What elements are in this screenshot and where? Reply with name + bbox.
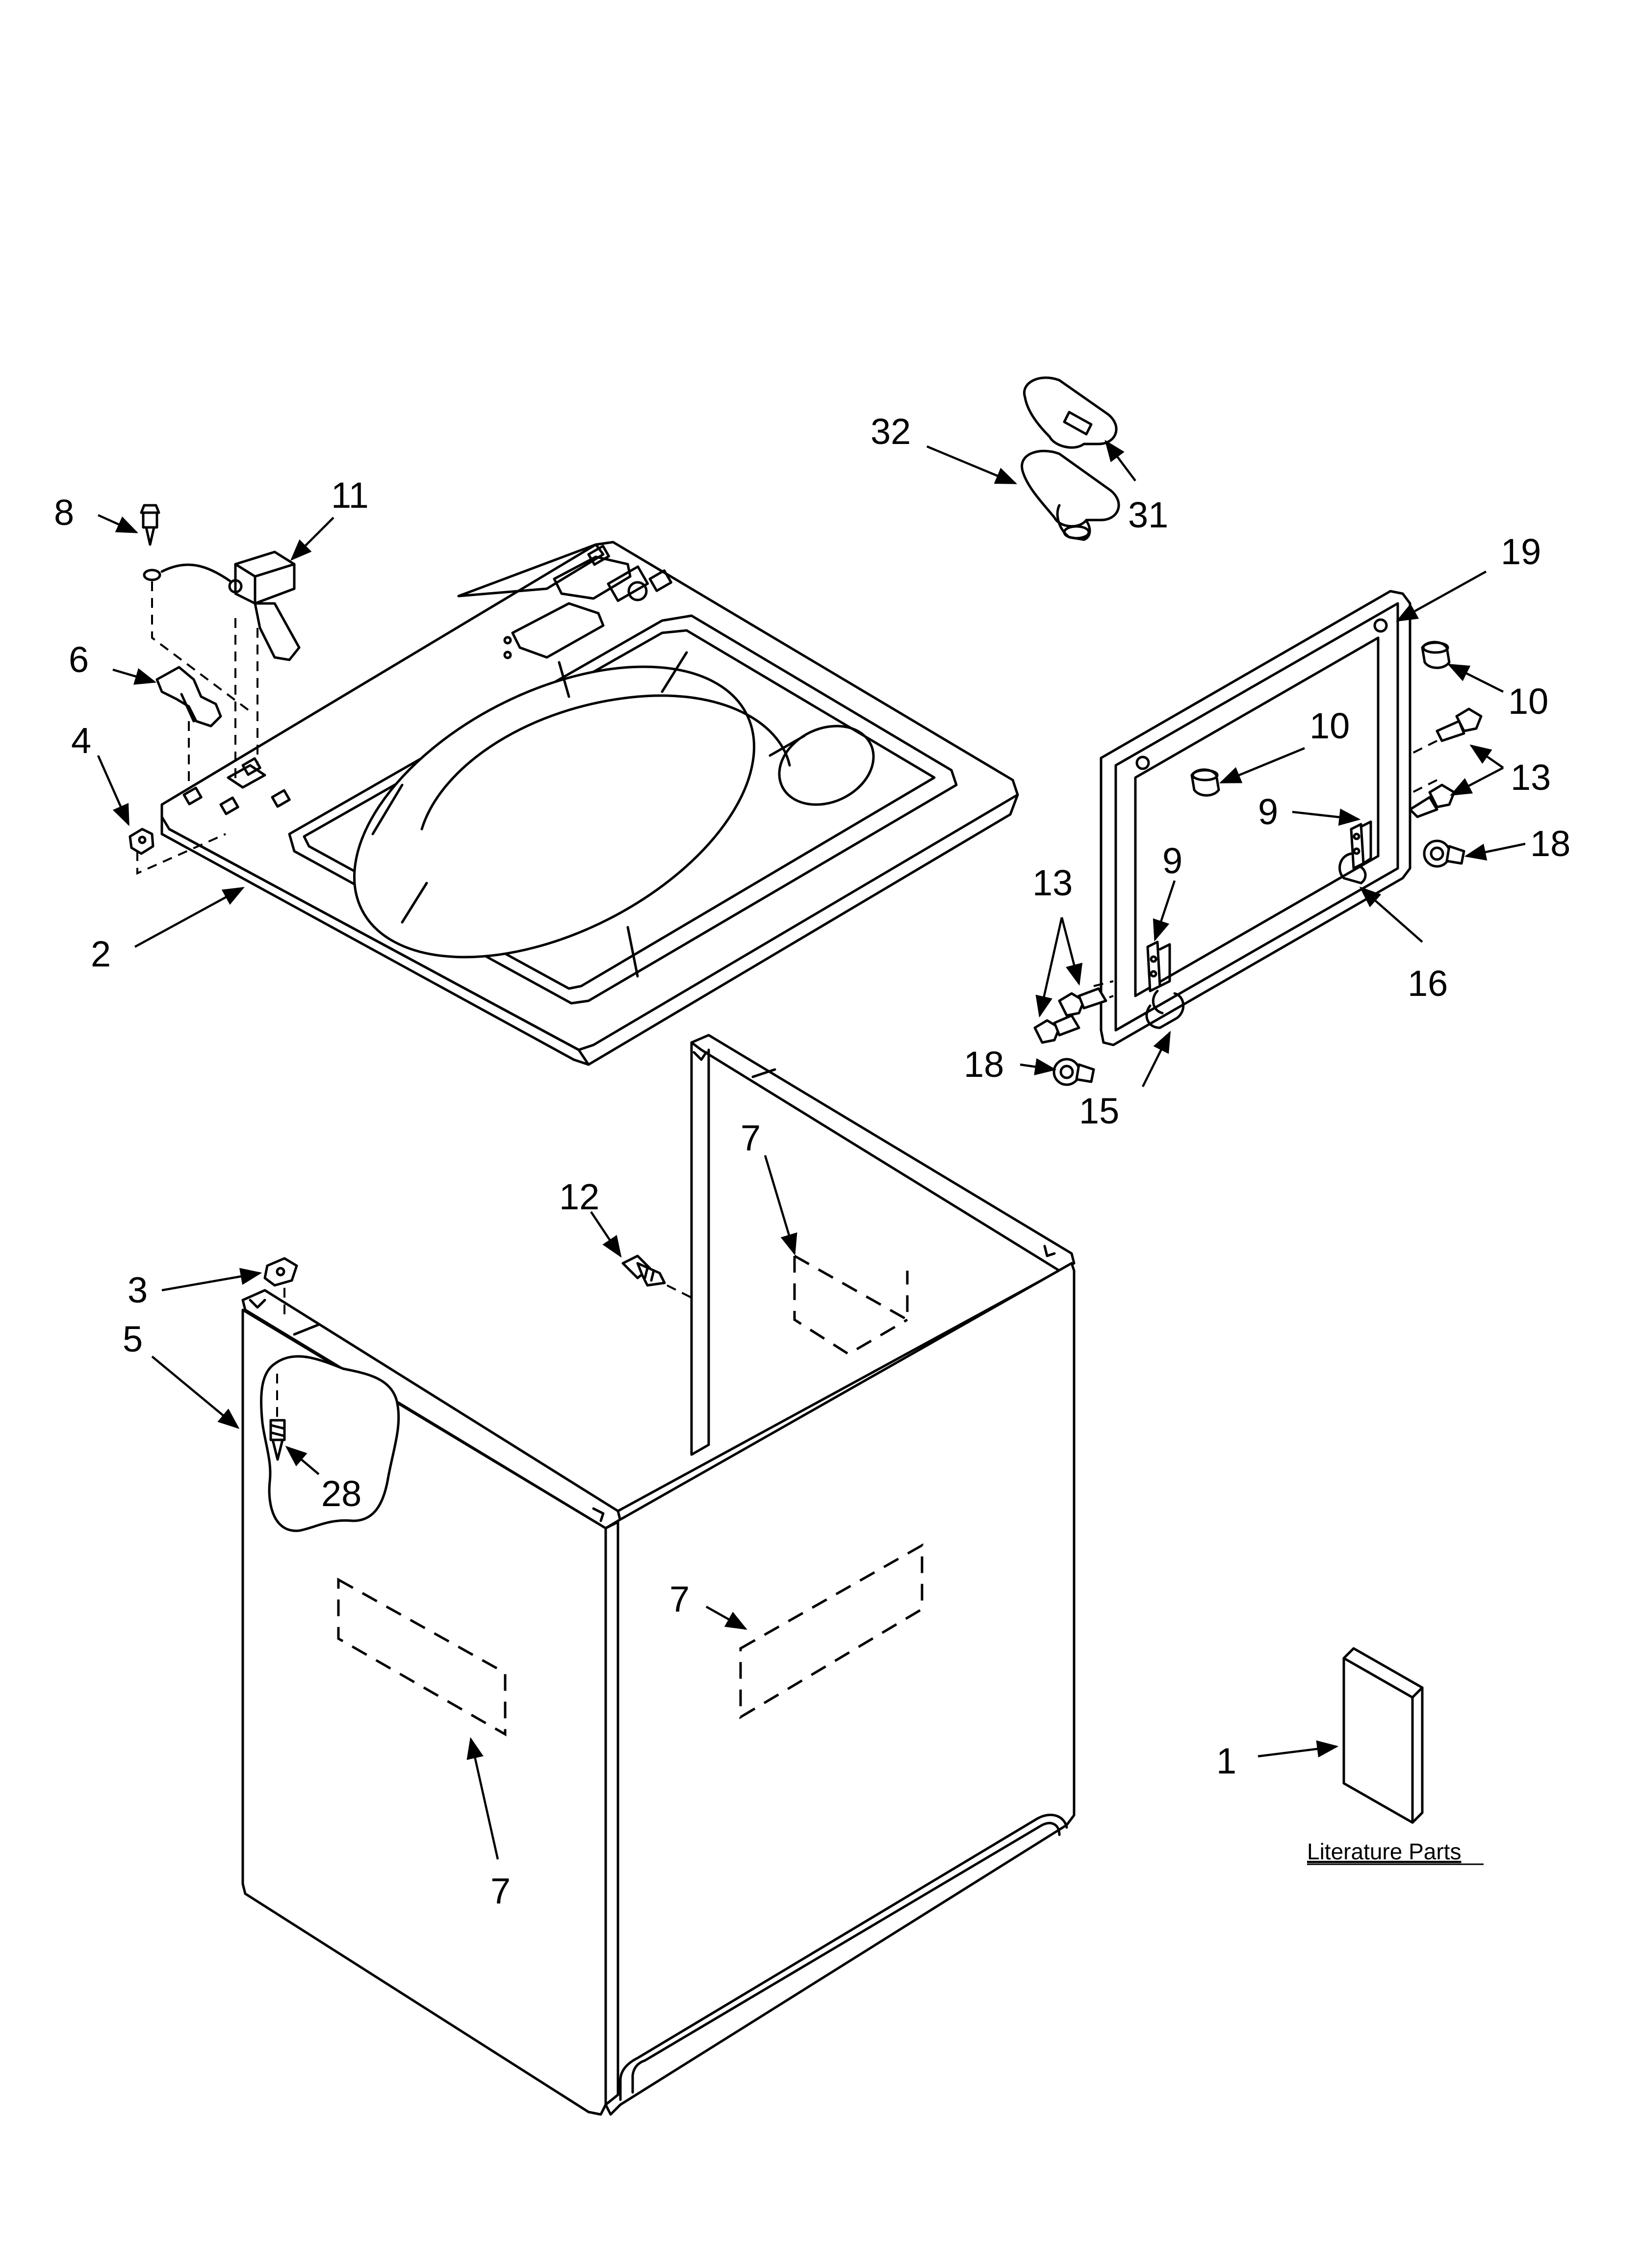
top-panel: [160, 541, 1019, 1066]
callout-5: 5: [123, 1319, 143, 1359]
bumper-part-18: [1052, 839, 1465, 1086]
callout-4: 4: [71, 720, 91, 761]
literature-book-part-1: [1342, 1647, 1424, 1824]
callout-15: 15: [1079, 1091, 1119, 1131]
callout-7-top: 7: [741, 1118, 761, 1158]
callout-13-right: 13: [1511, 757, 1551, 798]
callout-12: 12: [559, 1176, 599, 1217]
callout-7-bottom: 7: [490, 1871, 511, 1911]
callout-8: 8: [54, 492, 74, 533]
dispenser-cups-parts-31-32: [1021, 376, 1120, 541]
clip-part-4: [128, 828, 226, 875]
callout-31: 31: [1128, 495, 1168, 535]
callout-7-middle: 7: [669, 1579, 690, 1619]
callout-32: 32: [871, 411, 911, 452]
callout-18-left: 18: [964, 1044, 1004, 1085]
cabinet: [241, 1034, 1076, 2116]
lid-switch-part-11: [160, 550, 301, 780]
callout-28: 28: [321, 1473, 361, 1514]
callout-9-left: 9: [1162, 840, 1182, 881]
cutaway-part-28: [260, 1355, 400, 1532]
screw-part-8: [140, 504, 251, 712]
callout-10-left: 10: [1309, 705, 1350, 746]
callout-6: 6: [69, 639, 89, 680]
screw-part-13: [1033, 707, 1483, 1044]
callout-16: 16: [1408, 963, 1448, 1004]
clip-part-3: [263, 1257, 298, 1320]
callout-9-right: 9: [1258, 791, 1278, 832]
callout-13-left: 13: [1032, 862, 1073, 903]
literature-parts-label: Literature Parts: [1307, 1839, 1461, 1864]
callout-19: 19: [1501, 531, 1541, 572]
screw-part-12: [621, 1254, 697, 1301]
callout-labels: 8 11 6 4 2 32 31 19 10 10 13 9 18 9 13 1…: [54, 411, 1570, 1911]
callout-10-right: 10: [1508, 681, 1548, 722]
wire-clip-part-6: [155, 666, 222, 785]
leader-arrows: [97, 440, 1526, 1860]
bumper-part-10: [1190, 641, 1451, 797]
callout-3: 3: [128, 1270, 148, 1310]
lid-assembly: [1093, 590, 1437, 1046]
callout-18-right: 18: [1530, 823, 1570, 864]
callout-11: 11: [331, 475, 369, 516]
callout-2: 2: [91, 934, 111, 974]
callout-1: 1: [1216, 1741, 1236, 1781]
label-locations-part-7: [337, 1254, 924, 1737]
